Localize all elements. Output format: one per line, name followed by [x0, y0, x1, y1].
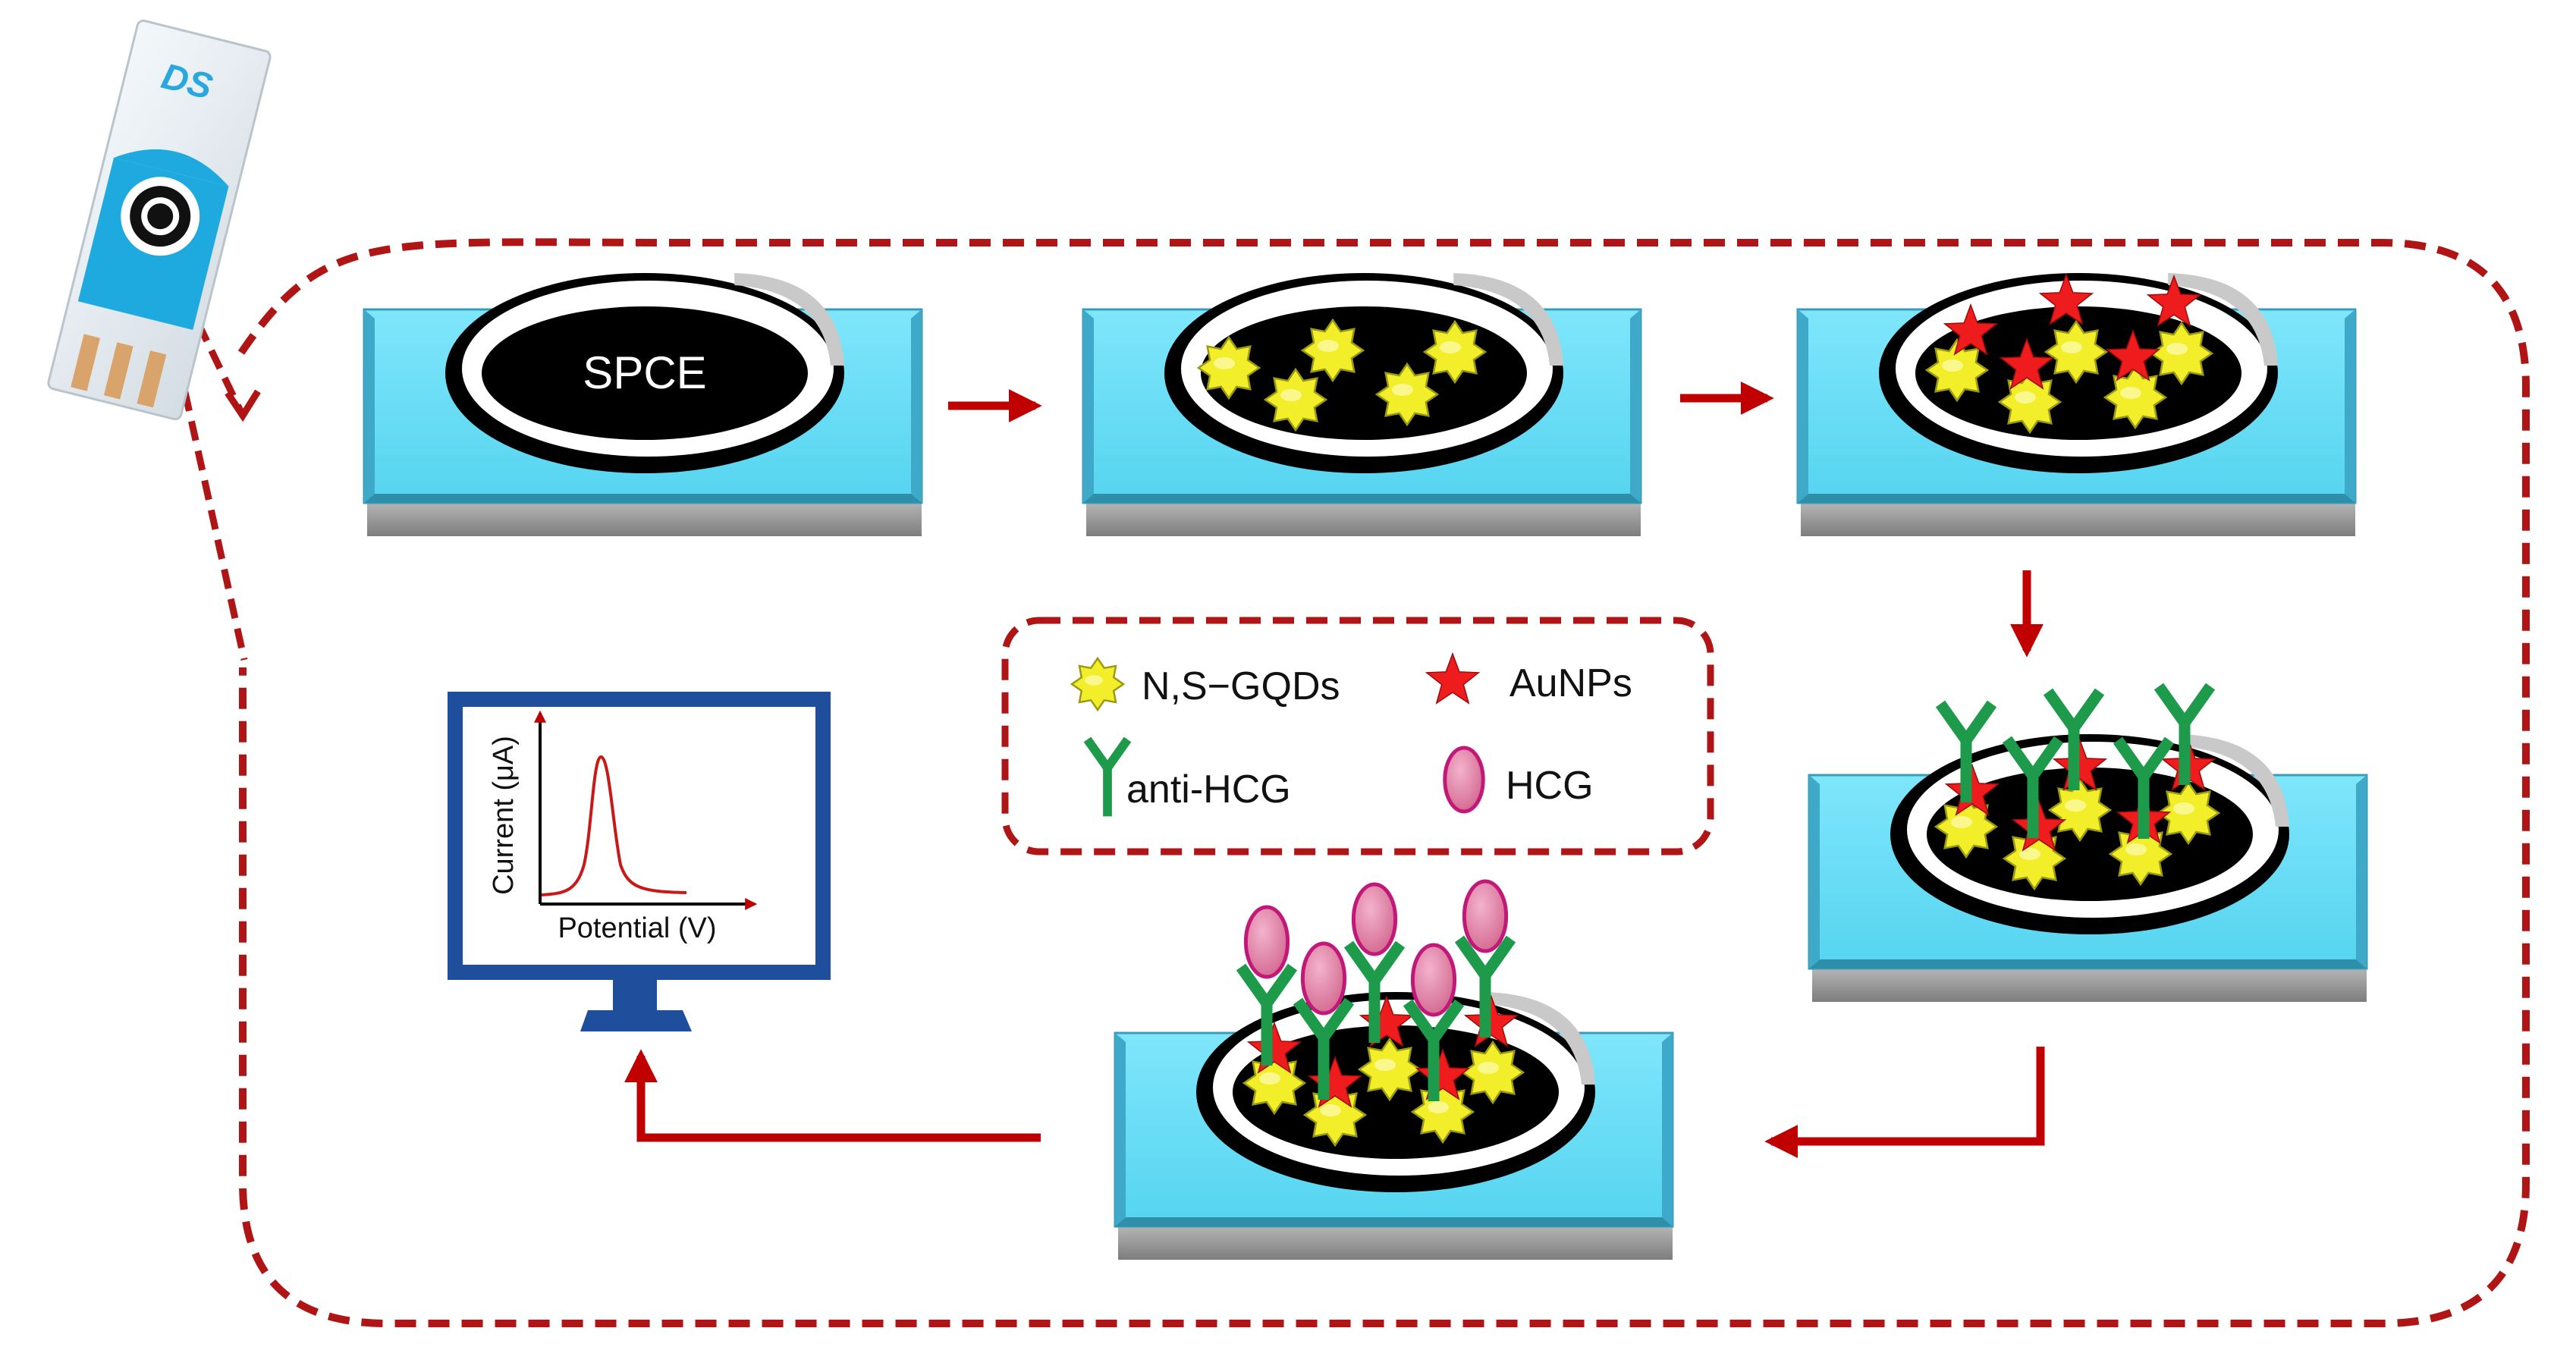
aunp-particle [1944, 763, 2000, 816]
antibody-icon [1083, 736, 1132, 817]
aunp-particle [1463, 994, 1519, 1047]
aunp-particle [1999, 337, 2055, 390]
process-loop-border [237, 238, 2530, 1327]
monitor: Potential (V) Current (μA) [448, 692, 831, 1031]
antibody [1343, 940, 1406, 1043]
antibody [1454, 935, 1516, 1038]
antibody [2002, 736, 2064, 838]
legend-label-antibody: anti-HCG [1126, 768, 1291, 812]
platform-shadow [1812, 969, 2367, 1002]
legend-border [1001, 617, 1714, 856]
platform-shadow [1118, 1226, 1673, 1260]
aunp-particle [2052, 738, 2108, 791]
aunp-particle [1307, 1055, 1363, 1108]
process-arrows [624, 381, 2045, 1158]
aunp-icon [1425, 651, 1481, 705]
aunp-particle [1359, 994, 1415, 1047]
spce-label: SPCE [583, 347, 706, 398]
legend-label-aunp: AuNPs [1509, 661, 1632, 705]
antibody [1403, 999, 1465, 1101]
platform-shadow [1801, 503, 2355, 536]
step-hcg-captured [1114, 879, 1674, 1260]
platform-shadow [367, 503, 922, 536]
legend-label-hcg: HCG [1506, 764, 1594, 808]
antibody [1935, 700, 1997, 802]
antibody [2153, 683, 2216, 785]
working-electrode [482, 306, 808, 440]
aunp-particle [1425, 651, 1481, 705]
aunp-particle [2038, 272, 2094, 325]
aunp-particle [1415, 1047, 1471, 1100]
hcg-antigen [1243, 905, 1290, 979]
hcg-antigen [1462, 879, 1509, 953]
monitor-neck [613, 972, 657, 1010]
hcg-antigen [1410, 943, 1457, 1017]
legend-label-gqd: N,S−GQDs [1142, 664, 1340, 708]
legend: N,S−GQDs AuNPs anti-HCG HCG [1001, 617, 1714, 856]
platform-shadow [1086, 503, 1641, 536]
hcg-icon [1443, 746, 1485, 814]
antibody [1236, 963, 1298, 1066]
arrow-step4-to-step5 [1764, 1047, 2045, 1158]
antibody [1293, 997, 1355, 1100]
antibody [2043, 688, 2105, 790]
electrode-strip: DS [47, 19, 272, 421]
aunp-particle [1246, 1021, 1302, 1074]
aunp-particle [2105, 328, 2161, 381]
step-antibody-immobilized [1808, 683, 2368, 1002]
antibody [1083, 736, 1132, 817]
step-bare-spce [363, 273, 923, 536]
step-gqd-modified [1082, 273, 1642, 536]
hcg-antigen [1443, 746, 1485, 814]
gqd-icon [1070, 656, 1126, 712]
aunp-particle [2011, 799, 2067, 852]
hcg-antigen [1300, 941, 1347, 1016]
plot-y-label: Current (μA) [488, 736, 520, 895]
aunp-particle [2146, 274, 2202, 327]
aunp-particle [1943, 303, 1999, 356]
arrow-step5-to-monitor [624, 1049, 1041, 1142]
hcg-antigen [1351, 882, 1398, 956]
plot-x-label: Potential (V) [558, 912, 716, 944]
antibody [2113, 736, 2175, 839]
monitor-stand [580, 1010, 692, 1031]
dpv-peak-curve [541, 755, 687, 896]
step-aunp-deposited [1796, 272, 2357, 536]
